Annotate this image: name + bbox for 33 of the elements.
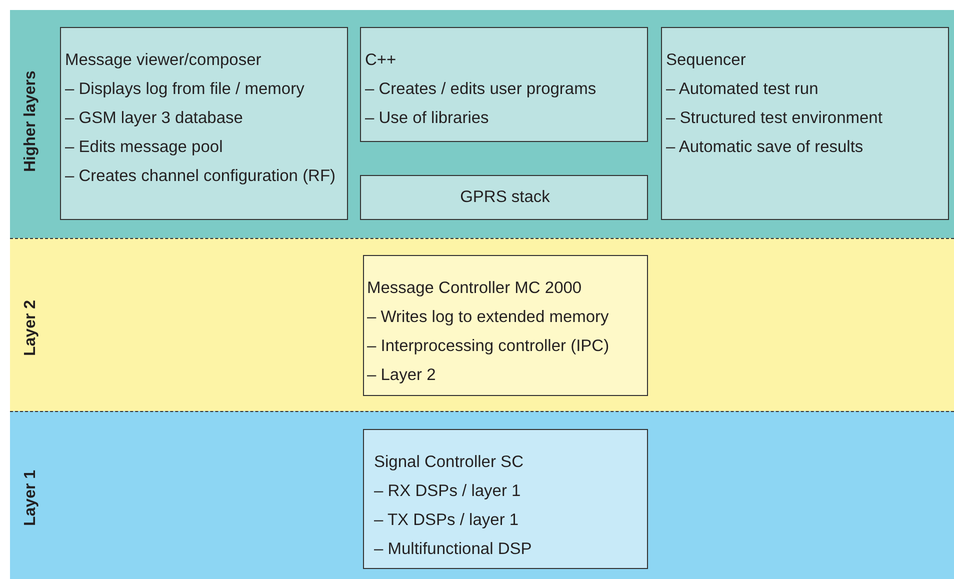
component-box [360,175,648,220]
box-heading: Sequencer [666,50,747,71]
bullet-item: – Edits message pool [65,137,224,158]
layer-band [10,411,954,579]
bullet-item: – Writes log to extended memory [367,307,610,328]
box-heading: Message viewer/composer [65,50,262,71]
box-heading: Message Controller MC 2000 [367,278,583,299]
bullet-item: – Automated test run [666,79,820,100]
bullet-item: – Creates / edits user programs [365,79,598,100]
layer-label: Layer 1 [22,469,40,526]
bullet-item: – Interprocessing controller (IPC) [367,336,610,357]
bullet-item: – Use of libraries [365,108,490,129]
component-box [360,27,648,142]
component-box [661,27,949,220]
box-heading: Signal Controller SC [374,452,524,473]
bullet-item: – GSM layer 3 database [65,108,244,129]
bullet-item: – Layer 2 [367,365,437,386]
layer-label: Layer 2 [22,299,40,356]
bullet-item: – Automatic save of results [666,137,864,158]
box-heading: C++ [365,50,398,71]
component-box [363,429,648,569]
component-box [60,27,348,220]
bullet-item: – Multifunctional DSP [374,539,533,560]
bullet-item: – RX DSPs / layer 1 [374,481,522,502]
layer-label: Higher layers [22,70,40,172]
bullet-item: – Structured test environment [666,108,884,129]
component-box [363,255,648,396]
bullet-item: – Creates channel configuration (RF) [65,166,337,187]
layer-band [10,10,954,238]
layer-band [10,238,954,411]
bullet-item: – TX DSPs / layer 1 [374,510,520,531]
bullet-item: – Displays log from file / memory [65,79,306,100]
box-heading: GPRS stack [459,187,551,208]
